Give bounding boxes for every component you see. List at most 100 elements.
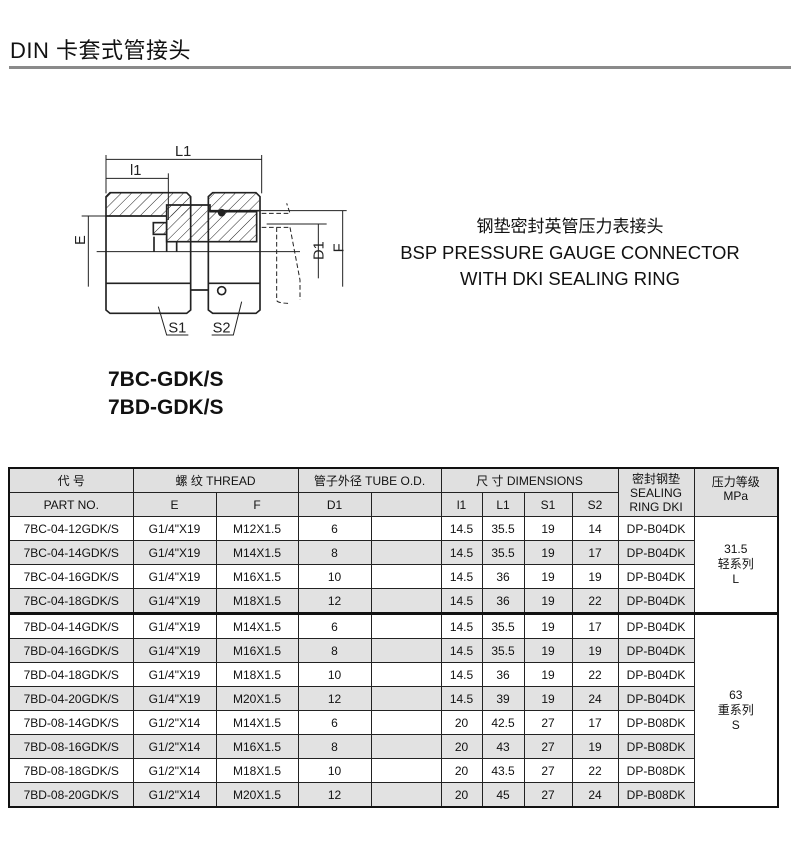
header-thread: 螺 纹 THREAD <box>132 467 299 493</box>
cell-s2: 17 <box>571 710 619 735</box>
cell-l1: 20 <box>440 734 483 759</box>
dim-label-S2: S2 <box>213 321 231 337</box>
header-pressure-unit: MPa <box>723 489 749 503</box>
cell-blank <box>370 662 442 687</box>
cell-s1: 19 <box>523 662 573 687</box>
model-codes: 7BC-GDK/S 7BD-GDK/S <box>108 366 224 422</box>
header-E: E <box>132 492 217 517</box>
cell-part: 7BD-08-20GDK/S <box>8 782 134 808</box>
header-D1: D1 <box>297 492 372 517</box>
cell-l1: 14.5 <box>440 564 483 589</box>
cell-l1: 20 <box>440 710 483 735</box>
header-dimensions: 尺 寸 DIMENSIONS <box>440 467 619 493</box>
pressure-series-cn: 轻系列 <box>717 557 754 571</box>
header-sealing: 密封钢垫 SEALING RING DKI <box>617 467 695 517</box>
cell-s1: 19 <box>523 588 573 614</box>
cell-s2: 17 <box>571 540 619 565</box>
header-seal-en1: SEALING <box>630 485 683 500</box>
cell-blank <box>370 540 442 565</box>
cell-s1: 27 <box>523 734 573 759</box>
cell-d1: 10 <box>297 564 372 589</box>
cell-l1: 14.5 <box>440 612 483 639</box>
cell-seal: DP-B08DK <box>617 782 695 808</box>
cell-l1: 14.5 <box>440 540 483 565</box>
cell-e: G1/2"X14 <box>132 710 217 735</box>
description-en-line1: BSP PRESSURE GAUGE CONNECTOR <box>400 242 740 263</box>
cell-blank <box>370 588 442 614</box>
cell-f: M14X1.5 <box>215 540 299 565</box>
header-S2: S2 <box>571 492 619 517</box>
cell-part: 7BC-04-12GDK/S <box>8 516 134 541</box>
pressure-value: 31.5 <box>724 542 748 556</box>
cell-s2: 19 <box>571 564 619 589</box>
cell-s1: 19 <box>523 540 573 565</box>
table-header-row: 代 号 螺 纹 THREAD 管子外径 TUBE O.D. 尺 寸 DIMENS… <box>8 467 779 517</box>
cell-l1: 14.5 <box>440 686 483 711</box>
cell-d1: 8 <box>297 734 372 759</box>
header-pressure-cn: 压力等级 <box>711 475 760 489</box>
cell-e: G1/2"X14 <box>132 734 217 759</box>
description-cn: 钢垫密封英管压力表接头 <box>476 217 664 236</box>
cell-l1: 14.5 <box>440 662 483 687</box>
cell-seal: DP-B04DK <box>617 686 695 711</box>
header-blank <box>370 492 442 517</box>
pressure-value: 63 <box>729 688 743 702</box>
cell-f: M20X1.5 <box>215 686 299 711</box>
cell-e: G1/4"X19 <box>132 588 217 614</box>
cell-d1: 12 <box>297 686 372 711</box>
cell-seal: DP-B04DK <box>617 564 695 589</box>
model-code: 7BD-GDK/S <box>108 396 224 419</box>
cell-l1: 35.5 <box>481 516 525 541</box>
cell-s1: 27 <box>523 710 573 735</box>
cell-seal: DP-B04DK <box>617 662 695 687</box>
cell-l1: 43 <box>481 734 525 759</box>
pressure-series-cn: 重系列 <box>717 703 754 717</box>
model-code: 7BC-GDK/S <box>108 368 224 391</box>
cell-seal: DP-B08DK <box>617 710 695 735</box>
cell-s2: 24 <box>571 686 619 711</box>
cell-s1: 19 <box>523 564 573 589</box>
cell-e: G1/4"X19 <box>132 686 217 711</box>
cell-s1: 19 <box>523 612 573 639</box>
cell-blank <box>370 686 442 711</box>
cell-blank <box>370 564 442 589</box>
cell-e: G1/4"X19 <box>132 638 217 663</box>
header-tube: 管子外径 TUBE O.D. <box>297 467 442 493</box>
header-L1: L1 <box>481 492 525 517</box>
cell-f: M18X1.5 <box>215 662 299 687</box>
cell-e: G1/4"X19 <box>132 564 217 589</box>
cell-s2: 22 <box>571 758 619 783</box>
cell-d1: 8 <box>297 540 372 565</box>
cell-s1: 27 <box>523 782 573 808</box>
description-en-line2: WITH DKI SEALING RING <box>460 268 680 289</box>
cell-s1: 19 <box>523 686 573 711</box>
cell-blank <box>370 782 442 808</box>
product-description: 钢垫密封英管压力表接头 BSP PRESSURE GAUGE CONNECTOR… <box>380 214 760 292</box>
cell-f: M20X1.5 <box>215 782 299 808</box>
cell-d1: 6 <box>297 710 372 735</box>
cell-blank <box>370 710 442 735</box>
cell-d1: 10 <box>297 662 372 687</box>
cell-d1: 8 <box>297 638 372 663</box>
cell-part: 7BD-04-20GDK/S <box>8 686 134 711</box>
cell-s2: 24 <box>571 782 619 808</box>
cell-blank <box>370 734 442 759</box>
cell-e: G1/4"X19 <box>132 662 217 687</box>
cell-s2: 17 <box>571 612 619 639</box>
cell-l1: 14.5 <box>440 638 483 663</box>
cell-l1: 36 <box>481 588 525 614</box>
dim-label-E: E <box>73 235 89 245</box>
dim-label-S1: S1 <box>168 321 186 337</box>
cell-part: 7BD-04-16GDK/S <box>8 638 134 663</box>
header-seal-cn: 密封钢垫 <box>632 471 681 486</box>
cell-e: G1/4"X19 <box>132 612 217 639</box>
